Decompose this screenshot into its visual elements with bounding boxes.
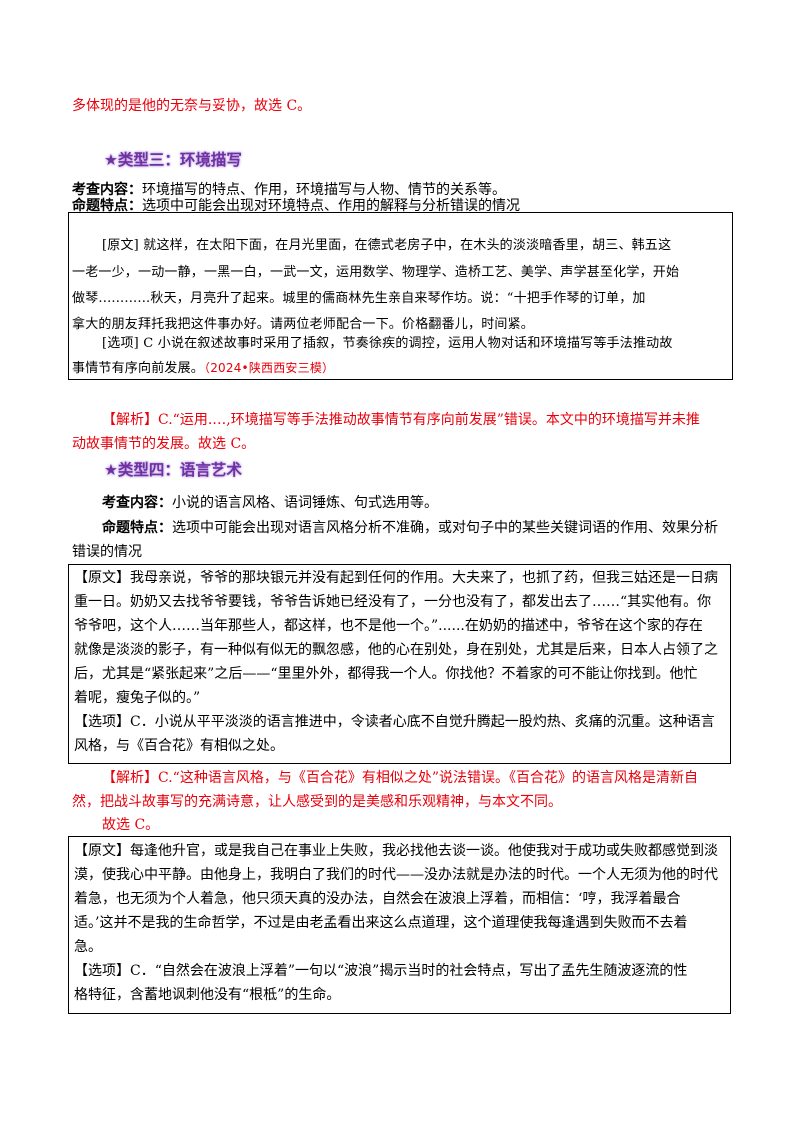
box-line: 【原文】每逢他升官，或是我自己在事业上失败，我必找他去谈一谈。他使我对于成功或失… (74, 843, 718, 859)
analysis-line: 故选 C。 (102, 817, 160, 833)
box-line: 就像是淡淡的影子，有一种似有似无的飘忽感，他的心在别处，身在别处，尤其是后来，日… (74, 642, 718, 658)
box-line: 急。 (74, 939, 102, 955)
example-box-language-1 (68, 564, 731, 764)
analysis-line: 【解析】C.“运用.…,环境描写等手法推动故事情节有序向前发展”错误。本文中的环… (102, 412, 700, 428)
box-line: 后，尤其是“紧张起来”之后——“里里外外，都得我一个人。你找他？不着家的可不能让… (74, 666, 698, 682)
section4-content-line: 考查内容：小说的语言风格、语词锤炼、句式选用等。 (102, 491, 438, 515)
content-label: 考查内容： (72, 182, 142, 198)
content-text: 环境描写的特点、作用，环境描写与人物、情节的关系等。 (142, 182, 506, 198)
box-line: 漠，使我心中平静。由他身上，我明白了我们的时代——没办法就是办法的时代。一个人无… (74, 867, 718, 883)
analysis-line: 然，把战斗故事写的充满诗意，让人感受到的是美感和乐观精神，与本文不同。 (72, 794, 562, 810)
box-line: 着急，也无须为个人着急，他只须天真的没办法，自然会在波浪上浮着，而相信：‘哼，我… (74, 891, 681, 907)
section-heading-language: ★类型四：语言艺术 (104, 461, 242, 479)
box-line: [原文] 就这样，在太阳下面，在月光里面，在德式老房子中，在木头的淡淡暗香里，胡… (102, 238, 672, 253)
analysis-line: 【解析】C.“这种语言风格，与《百合花》有相似之处”说法错误。《百合花》的语言风… (102, 770, 698, 786)
feature-text: 选项中可能会出现对语言风格分析不准确，或对句子中的某些关键词语的作用、效果分析 (172, 520, 718, 536)
feature-label: 命题特点： (102, 520, 172, 536)
box-line: 【原文】我母亲说，爷爷的那块银元并没有起到任何的作用。大夫来了，也抓了药，但我三… (74, 570, 718, 586)
section4-feature-line: 命题特点：选项中可能会出现对语言风格分析不准确，或对句子中的某些关键词语的作用、… (102, 516, 718, 540)
section3-feature-line: 命题特点：选项中可能会出现对环境特点、作用的解释与分析错误的情况 (72, 194, 520, 218)
feature-text-cont: 错误的情况 (72, 544, 142, 560)
box-line: 风格，与《百合花》有相似之处。 (74, 738, 284, 754)
box-line: 拿大的朋友拜托我把这件事办好。请两位老师配合一下。价格翻番儿，时间紧。 (72, 317, 535, 332)
box-line: 格特征，含蓄地讽刺他没有“根柢”的生命。 (74, 987, 341, 1003)
example-box-environment (68, 212, 733, 380)
source-tag: （2024•陕西西安三模） (204, 361, 335, 375)
box-line: 重一日。奶奶又去找爷爷要钱，爷爷告诉她已经没有了，一分也没有了，都发出去了……“… (74, 594, 712, 610)
content-text: 小说的语言风格、语词锤炼、句式选用等。 (172, 495, 438, 511)
content-label: 考查内容： (102, 495, 172, 511)
box-line: 做琴............秋天，月亮升了起来。城里的儒商林先生亲自来琴作坊。说… (72, 291, 646, 306)
intro-conclusion: 多体现的是他的无奈与妥协，故选 C。 (72, 98, 312, 114)
box-line: 【选项】C．“自然会在波浪上浮着”一句以“波浪”揭示当时的社会特点，写出了孟先生… (74, 963, 688, 979)
example-box-language-2 (68, 836, 731, 1014)
box-line: 着呢，瘦兔子似的。” (74, 690, 201, 706)
analysis-line: 动故事情节的发展。故选 C。 (72, 436, 256, 452)
feature-label: 命题特点： (72, 198, 142, 214)
box-line-text: 事情节有序向前发展。 (72, 361, 205, 376)
box-line: 爷爷吧，这个人……当年那些人，都这样，也不是他一个。”......在奶奶的描述中… (74, 618, 703, 634)
box-line: [选项] C 小说在叙述故事时采用了插叙，节奏徐疾的调控，运用人物对话和环境描写… (102, 336, 673, 351)
feature-text: 选项中可能会出现对环境特点、作用的解释与分析错误的情况 (142, 198, 520, 214)
box-line: 适。’这并不是我的生命哲学，不过是由老孟看出来这么点道理，这个道理使我每逢遇到失… (74, 915, 688, 931)
section-heading-environment: ★类型三：环境描写 (104, 151, 242, 169)
box-line: 一老一少，一动一静，一黑一白，一武一文，运用数学、物理学、造桥工艺、美学、声学甚… (72, 265, 680, 280)
box-line: 【选项】C．小说从平平淡淡的语言推进中，令读者心底不自觉升腾起一股灼热、炙痛的沉… (74, 714, 715, 730)
box-line-last: 事情节有序向前发展。（2024•陕西西安三模） (72, 356, 334, 381)
section3-content-line: 考查内容：环境描写的特点、作用，环境描写与人物、情节的关系等。 (72, 178, 506, 202)
